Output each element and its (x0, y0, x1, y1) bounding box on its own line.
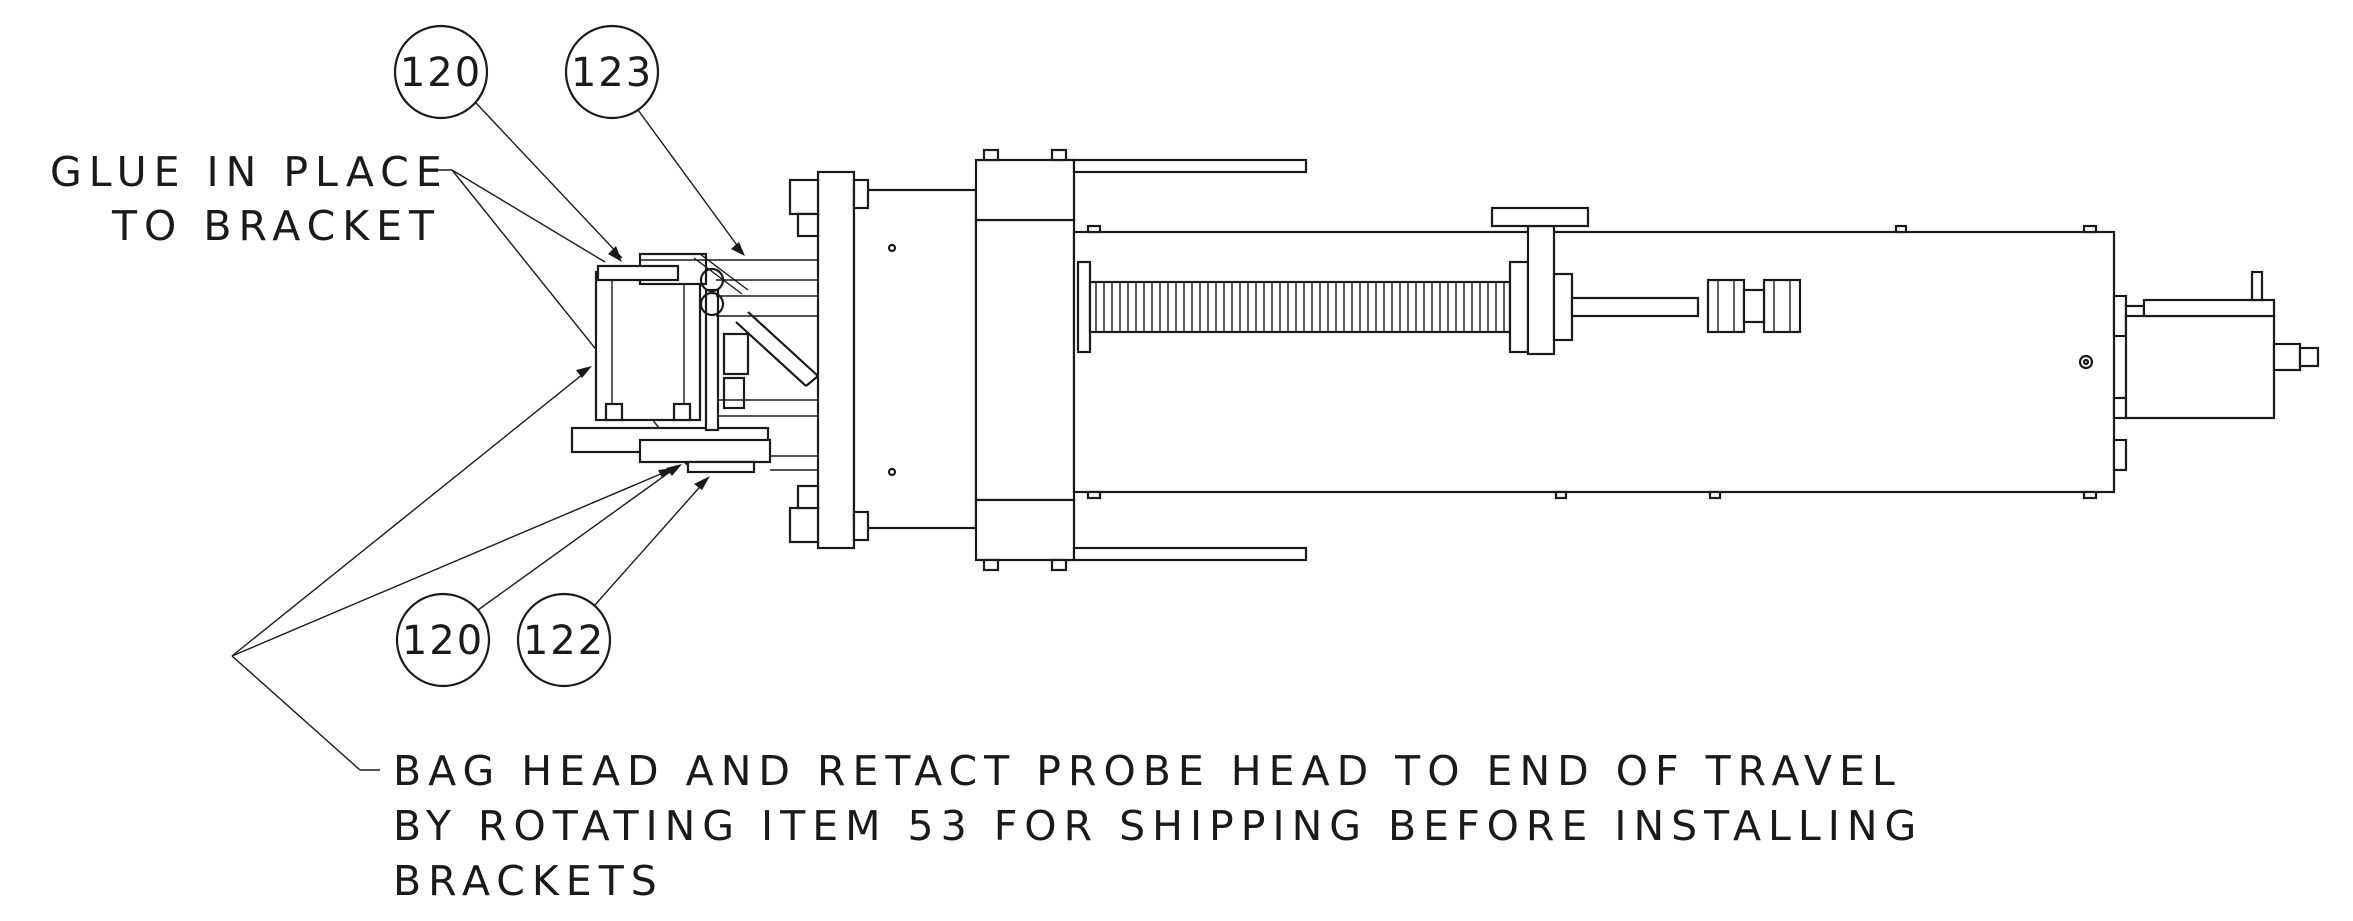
svg-text:122: 122 (523, 618, 605, 664)
glue-note-line1: GLUE IN PLACE (50, 148, 449, 196)
bellows-screw (1076, 206, 1802, 356)
cylinder-body (1072, 224, 2116, 500)
balloon-120-top[interactable]: 120 (393, 24, 489, 120)
svg-text:123: 123 (571, 50, 653, 96)
balloon-120-bottom[interactable]: 120 (395, 592, 491, 688)
right-end-fittings (2078, 270, 2320, 472)
bag-note-line3: BRACKETS (393, 857, 664, 905)
svg-text:120: 120 (400, 50, 482, 96)
svg-text:120: 120 (402, 618, 484, 664)
mounting-flange (788, 170, 1049, 550)
bag-note-line1: BAG HEAD AND RETACT PROBE HEAD TO END OF… (393, 747, 1902, 795)
bag-note-line2: BY ROTATING ITEM 53 FOR SHIPPING BEFORE … (393, 802, 1923, 850)
probe-head-assembly (570, 252, 820, 474)
balloon-123[interactable]: 123 (564, 24, 660, 120)
balloon-122[interactable]: 122 (516, 592, 612, 688)
glue-note-line2: TO BRACKET (111, 202, 441, 250)
housing-block (974, 148, 1308, 572)
